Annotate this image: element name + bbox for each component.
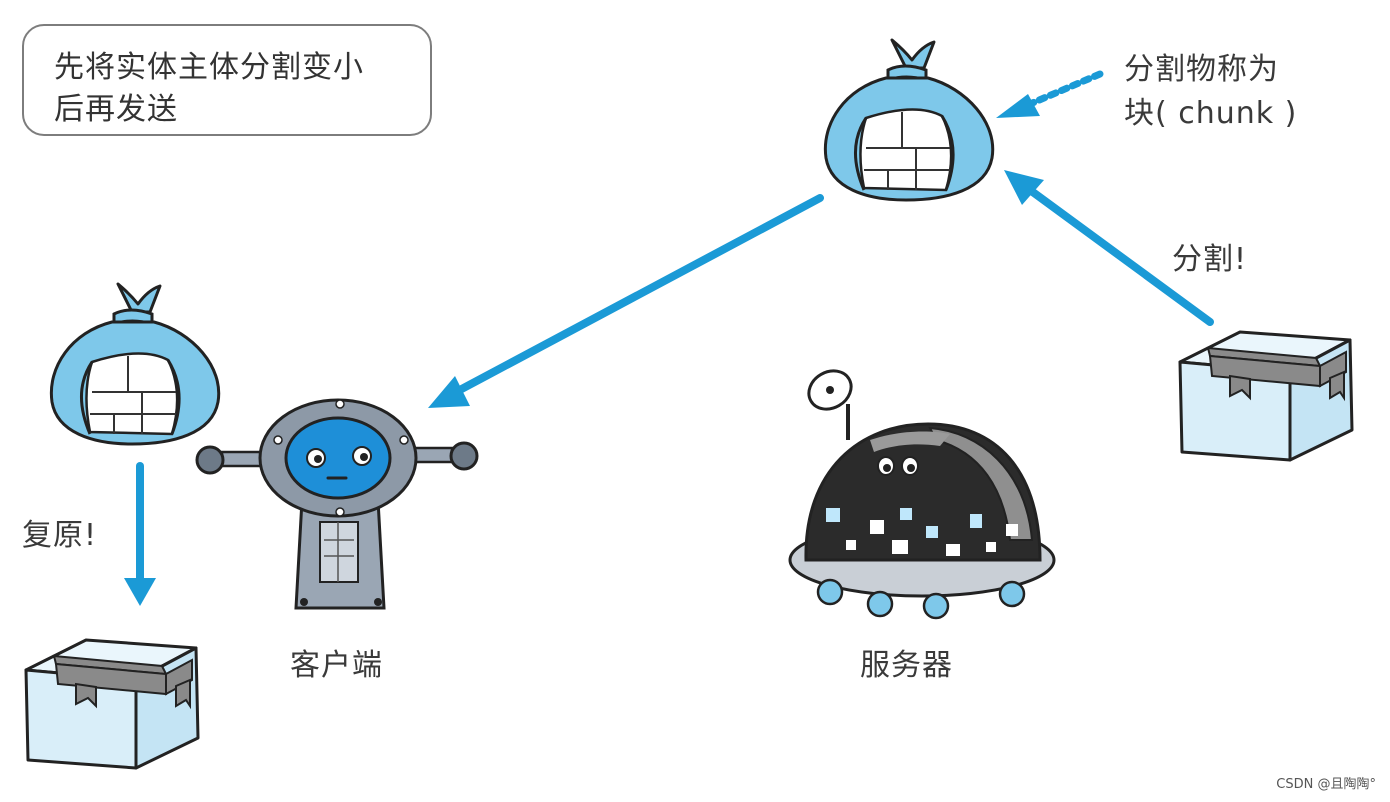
client-robot-icon xyxy=(195,398,479,610)
split-label: 分割! xyxy=(1172,242,1248,277)
note-line-1: 先将实体主体分割变小 xyxy=(54,50,364,85)
arrow-server-to-bundle xyxy=(1004,170,1214,326)
server-robot-icon xyxy=(788,369,1056,620)
note-box: 先将实体主体分割变小 后再发送 xyxy=(22,24,432,136)
chunk-bundle-top xyxy=(823,38,995,202)
restore-label: 复原! xyxy=(22,518,98,553)
chunk-label-line-1: 分割物称为 xyxy=(1124,52,1279,87)
arrow-bundle-to-client xyxy=(428,194,824,408)
package-box-client xyxy=(24,638,200,770)
chunk-label-line-2: 块( chunk ) xyxy=(1124,96,1298,131)
watermark: CSDN @且陶陶° xyxy=(1276,777,1376,792)
note-line-2: 后再发送 xyxy=(54,92,178,127)
server-label: 服务器 xyxy=(860,648,953,683)
arrow-restore-down xyxy=(124,462,156,606)
chunk-bundle-left xyxy=(49,282,221,446)
package-box-server xyxy=(1178,330,1354,462)
client-label: 客户端 xyxy=(290,648,383,683)
arrow-chunk-dotted xyxy=(996,70,1104,118)
